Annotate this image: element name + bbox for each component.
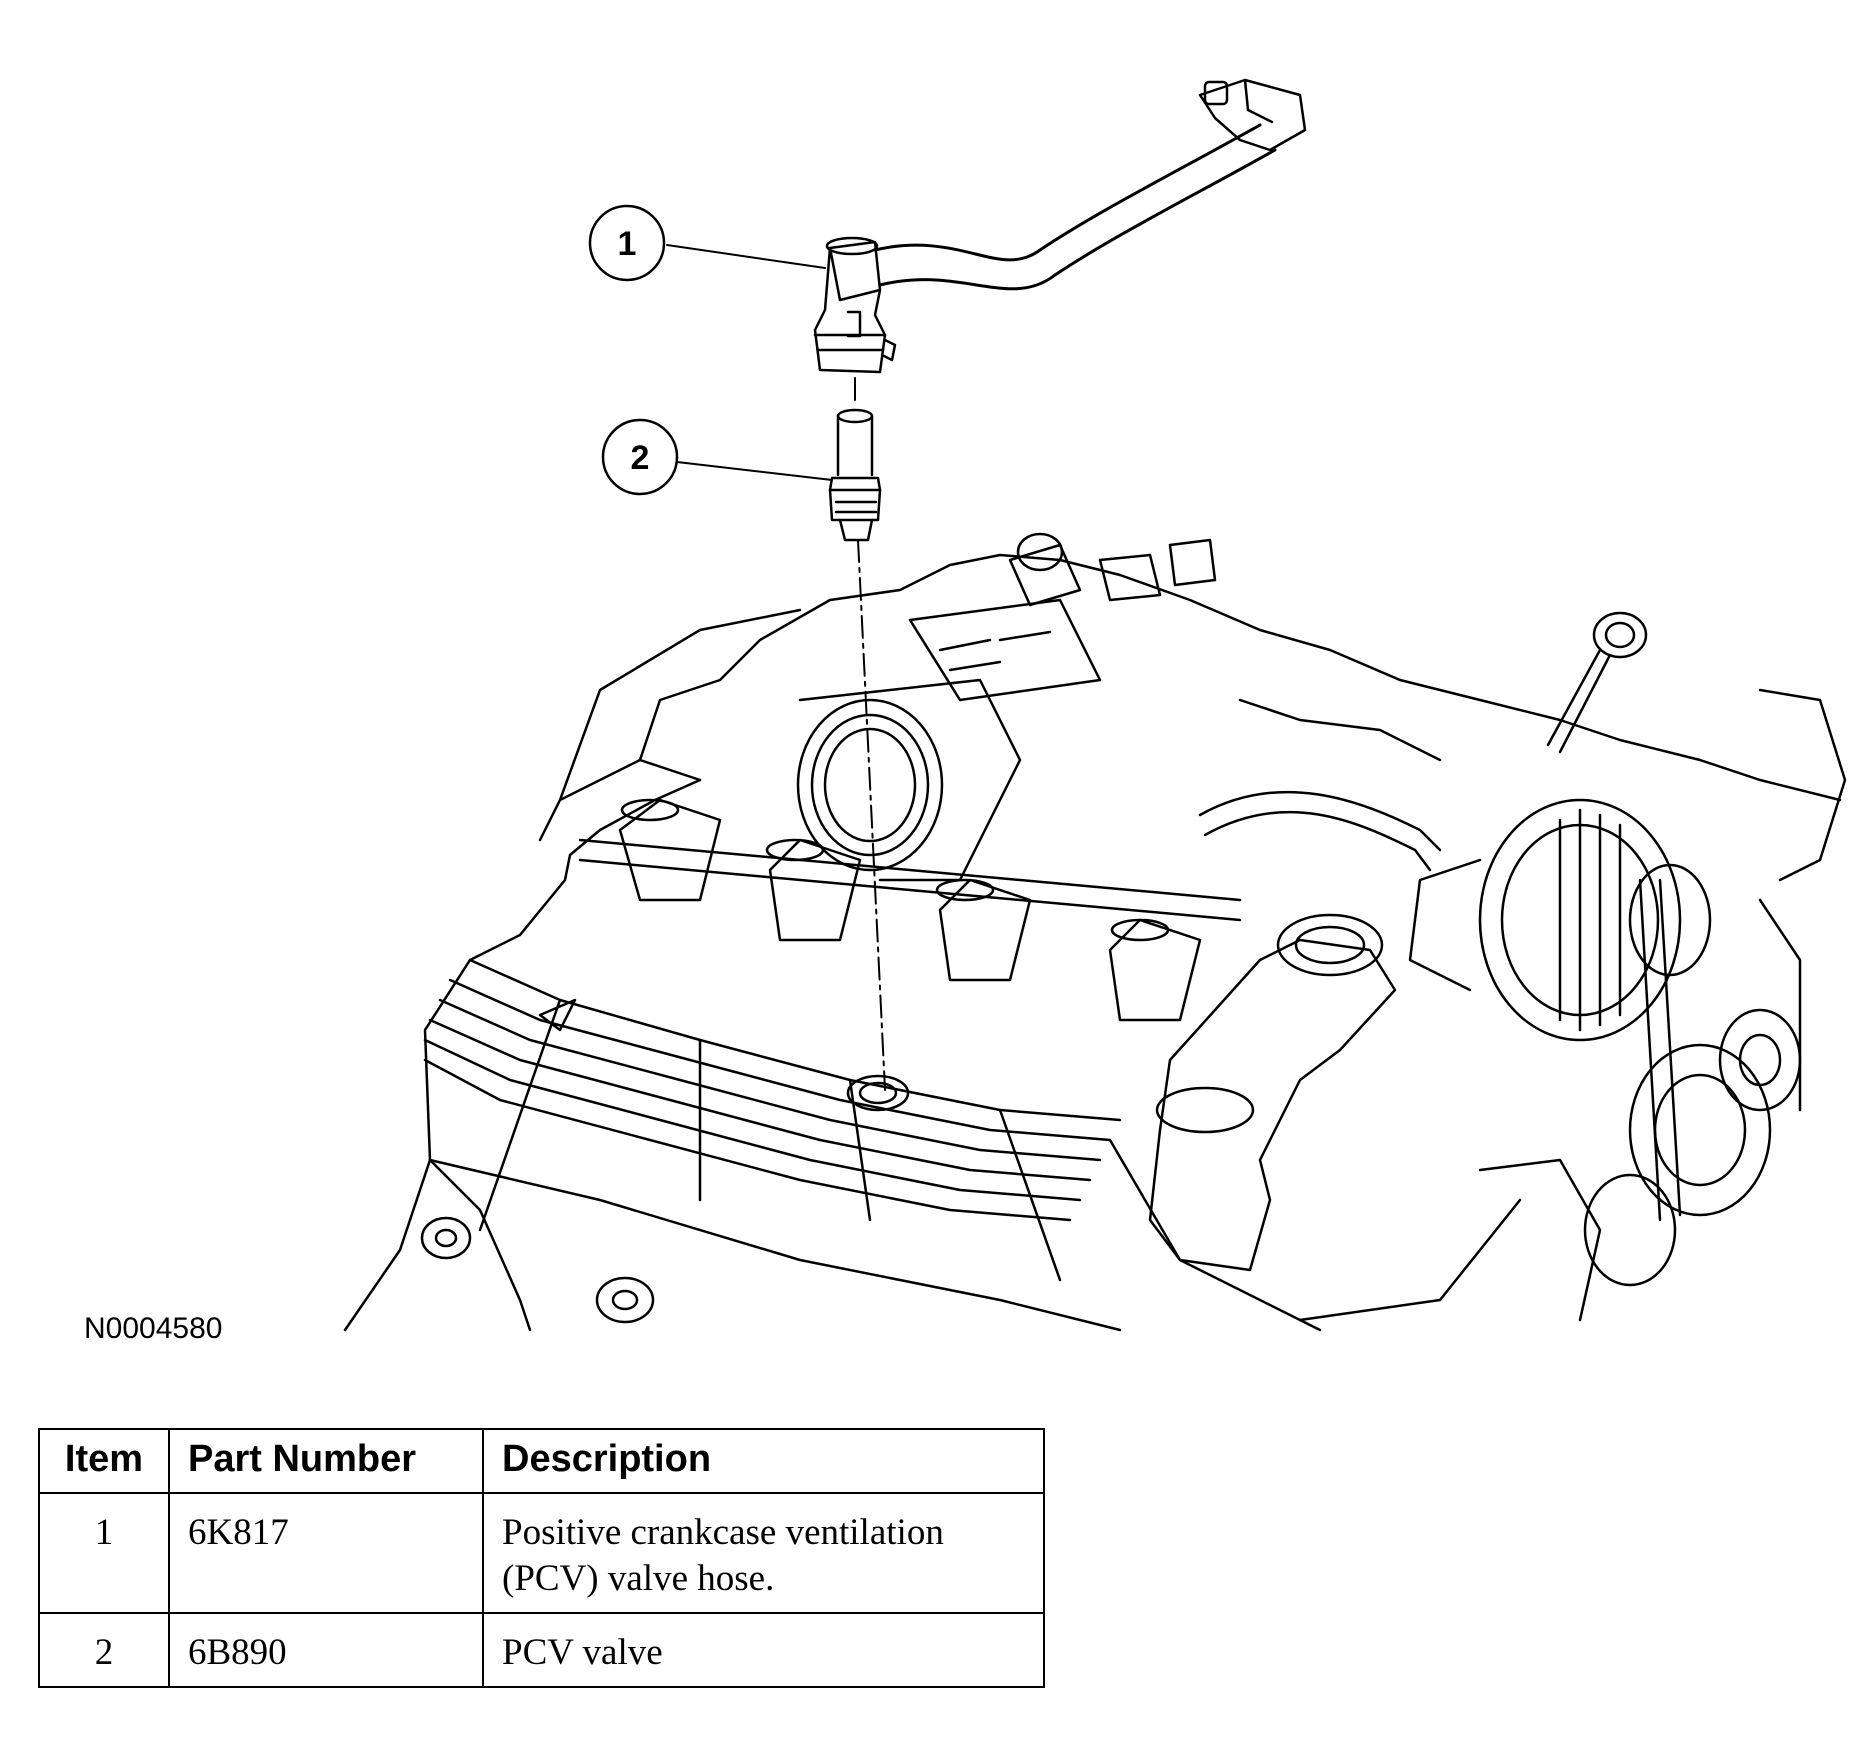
hoses-and-lines bbox=[1198, 698, 1442, 872]
row-2-part-number: 6B890 bbox=[168, 1612, 484, 1688]
callout-1-leader bbox=[666, 244, 826, 269]
dipstick bbox=[1546, 611, 1648, 754]
parts-table: Item Part Number Description 1 6K817 Pos… bbox=[38, 1428, 1045, 1688]
header-item: Item bbox=[38, 1428, 170, 1494]
callout-1-number: 1 bbox=[618, 225, 637, 263]
valve-cover bbox=[420, 958, 1122, 1332]
figure-id: N0004580 bbox=[84, 1312, 223, 1345]
oil-fill-tube bbox=[1148, 913, 1397, 1272]
table-row: 2 6B890 PCV valve bbox=[38, 1612, 1045, 1688]
header-description: Description bbox=[482, 1428, 1045, 1494]
header-part-number: Part Number bbox=[168, 1428, 484, 1494]
alternator bbox=[1408, 798, 1682, 1042]
pcv-hose bbox=[813, 78, 1307, 374]
engine-assembly bbox=[343, 532, 1847, 1332]
callout-1: 1 bbox=[588, 204, 666, 282]
pcv-valve bbox=[828, 408, 882, 542]
table-row: 1 6K817 Positive crankcase ventilation (… bbox=[38, 1492, 1045, 1614]
throttle-body bbox=[796, 532, 1217, 882]
callout-2-number: 2 bbox=[631, 439, 650, 477]
row-2-item: 2 bbox=[38, 1612, 170, 1688]
belt-and-pulleys bbox=[1478, 688, 1847, 1322]
engine-diagram: 1 2 bbox=[343, 78, 1847, 1332]
row-1-description: Positive crankcase ventilation (PCV) val… bbox=[482, 1492, 1045, 1614]
callout-2-leader bbox=[676, 461, 833, 481]
row-1-part-number: 6K817 bbox=[168, 1492, 484, 1614]
row-1-item: 1 bbox=[38, 1492, 170, 1614]
table-header-row: Item Part Number Description bbox=[38, 1428, 1045, 1494]
installation-centerline bbox=[854, 377, 886, 1091]
row-2-description: PCV valve bbox=[482, 1612, 1045, 1688]
intake-manifold bbox=[578, 798, 1242, 1022]
callout-2: 2 bbox=[601, 418, 679, 496]
